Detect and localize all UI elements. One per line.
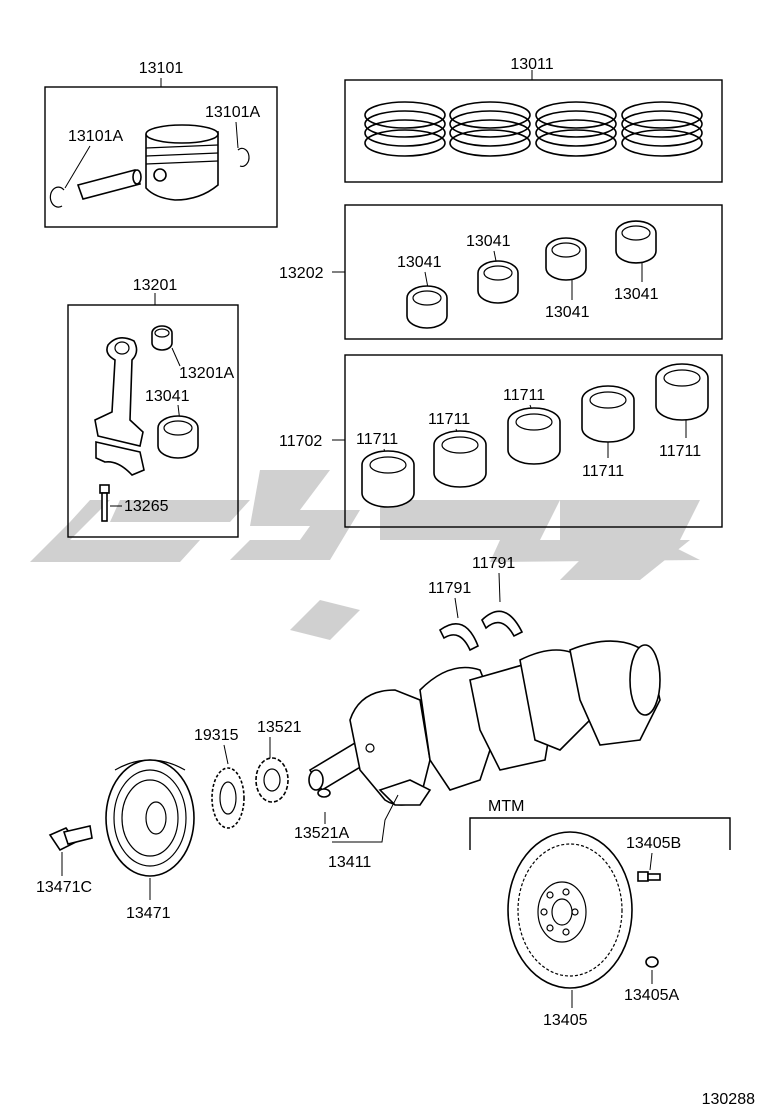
- flywheel-pin: [645, 956, 659, 968]
- crank-angle-plate: [211, 767, 245, 829]
- piston-rings: [364, 101, 703, 157]
- connecting-rod: [94, 337, 145, 476]
- connecting-rod-box: [67, 304, 239, 538]
- mtm-bracket: [469, 817, 731, 850]
- rod-bearing: [157, 415, 199, 459]
- label-13405a: 13405A: [624, 987, 679, 1004]
- bushing: [151, 325, 173, 351]
- piston: [145, 124, 219, 201]
- watermark-logo: [30, 470, 700, 640]
- main-bearing-box: [344, 354, 723, 528]
- main-bearing-shells: [361, 363, 709, 508]
- crankshaft: [308, 640, 661, 806]
- label-19315: 19315: [194, 727, 239, 744]
- label-13202: 13202: [279, 265, 324, 282]
- label-13521: 13521: [257, 719, 302, 736]
- flywheel-bolt: [637, 871, 661, 882]
- label-13405: 13405: [543, 1012, 588, 1029]
- label-mtm: MTM: [488, 798, 524, 815]
- piston-pin: [76, 169, 142, 200]
- crank-pulley: [105, 759, 195, 877]
- label-11702: 11702: [279, 433, 322, 450]
- label-13041-rod: 13041: [145, 388, 190, 405]
- snap-ring-left: [49, 186, 65, 208]
- label-13011: 13011: [510, 56, 553, 73]
- label-13405b: 13405B: [626, 835, 681, 852]
- label-11711-b: 11711: [428, 411, 470, 428]
- flywheel: [507, 831, 633, 989]
- label-13471: 13471: [126, 905, 171, 922]
- label-13041-a: 13041: [397, 254, 442, 271]
- label-13041-c: 13041: [545, 304, 590, 321]
- label-13101a-right: 13101A: [205, 104, 260, 121]
- label-11791-a: 11791: [428, 580, 471, 597]
- rod-bearing-shells: [406, 220, 657, 329]
- label-11711-c: 11711: [503, 387, 545, 404]
- label-13411: 13411: [328, 854, 371, 871]
- label-11791-b: 11791: [472, 555, 515, 572]
- label-13521a: 13521A: [294, 825, 349, 842]
- label-11711-a: 11711: [356, 431, 398, 448]
- pulley-bolt: [48, 825, 93, 852]
- label-13265: 13265: [124, 498, 169, 515]
- label-11711-e: 11711: [659, 443, 701, 460]
- label-13201: 13201: [133, 277, 178, 294]
- rod-bolt: [99, 484, 110, 522]
- label-13471c: 13471C: [36, 879, 92, 896]
- crank-key: [317, 788, 331, 798]
- thrust-washers: [438, 610, 524, 652]
- drawing-number: 130288: [702, 1091, 755, 1108]
- label-11711-d: 11711: [582, 463, 624, 480]
- label-13041-d: 13041: [614, 286, 659, 303]
- rod-bearing-box: [344, 204, 723, 340]
- label-13101a-left: 13101A: [68, 128, 123, 145]
- snap-ring-right: [237, 147, 250, 167]
- label-13201a: 13201A: [179, 365, 234, 382]
- label-13041-b: 13041: [466, 233, 511, 250]
- crank-sprocket: [255, 757, 289, 803]
- piston-ring-box: [344, 79, 723, 183]
- label-13101: 13101: [139, 60, 184, 77]
